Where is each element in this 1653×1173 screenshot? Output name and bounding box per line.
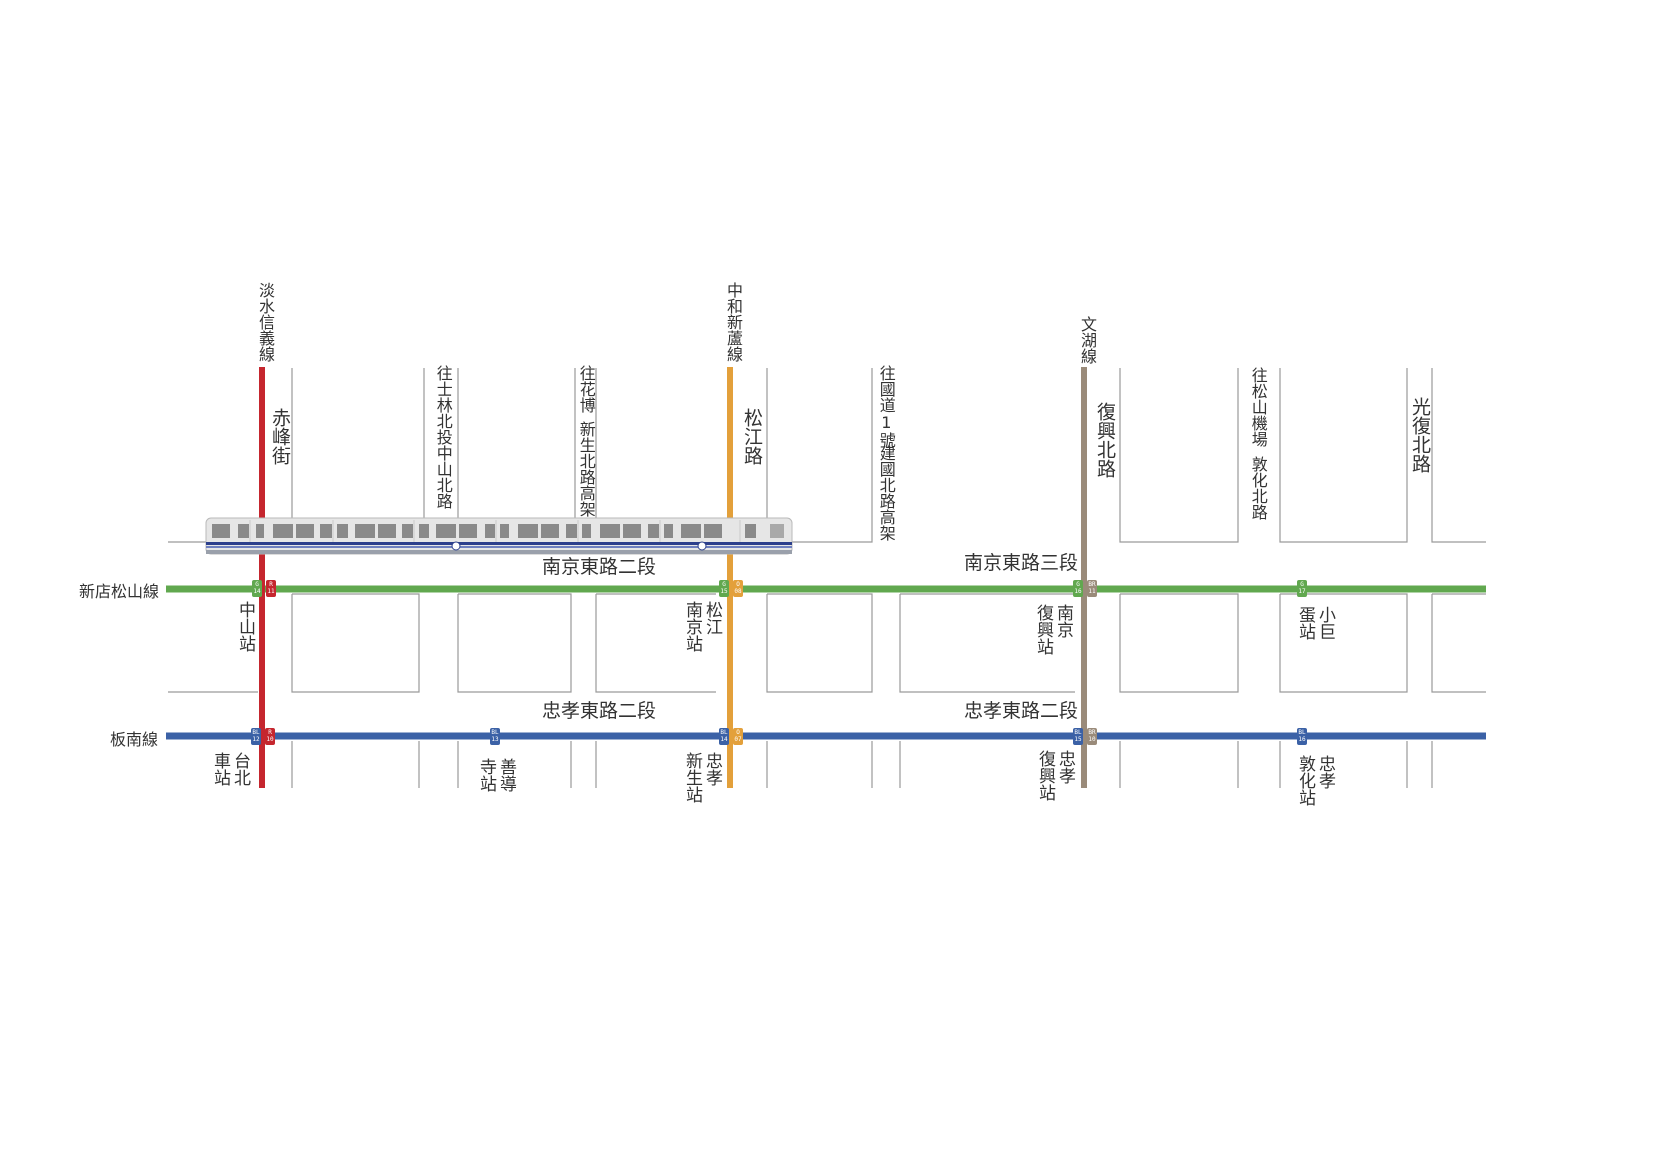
block [766, 593, 873, 693]
road-label-nanjing-3: 南京東路三段 [964, 552, 1079, 574]
line-label-tamsui-xinyi: 淡水信義線 [256, 282, 275, 362]
station-zhongxiao-dunhua-line1: 忠孝 [1315, 755, 1335, 789]
station-taipei-main-line2: 車站 [210, 752, 230, 786]
station-xiaojudan-line1: 小巨 [1315, 606, 1335, 640]
road-edge [168, 368, 425, 543]
station-songjiang-nanjing-line2: 南京站 [682, 601, 702, 652]
train-illustration [205, 517, 793, 555]
road-label-fuxing-n: 復興北路 [1093, 402, 1116, 478]
road-edge [457, 368, 576, 543]
block [899, 594, 1075, 693]
road-label-zhongxiao-2b: 忠孝東路二段 [964, 700, 1079, 722]
station-nanjing-fuxing-line2: 復興站 [1033, 604, 1053, 655]
station-nanjing-fuxing-line1: 南京 [1053, 604, 1073, 638]
station-shandao-line1: 善導 [496, 758, 516, 792]
road-label-to-shilin: 往士林北投中山北路 [433, 365, 453, 509]
road-edge [1119, 368, 1239, 543]
road-label-to-airport-1: 往松山機場 [1248, 367, 1268, 447]
block [1279, 593, 1408, 693]
station-songjiang-nanjing-line1: 松江 [702, 601, 722, 635]
road-label-to-freeway-1: 往國道1號 [876, 365, 896, 448]
station-taipei-main-line1: 台北 [230, 752, 250, 786]
block [457, 593, 572, 693]
block [1119, 593, 1239, 693]
road-label-to-huabo-1: 往花博 [576, 365, 596, 413]
road-edge [1279, 368, 1408, 543]
road-label-guangfu-n: 光復北路 [1408, 397, 1431, 473]
block [1431, 594, 1486, 693]
station-zhongshan: 中山站 [235, 601, 255, 652]
block [595, 594, 716, 693]
road-label-songjiang: 松江路 [740, 408, 763, 465]
road-label-zhongxiao-2a: 忠孝東路二段 [542, 700, 657, 722]
road-label-chifeng: 赤峰街 [268, 408, 291, 465]
line-label-wenhu: 文湖線 [1078, 316, 1097, 364]
station-zhongxiao-fuxing-line2: 復興站 [1035, 750, 1055, 801]
road-edge [1431, 368, 1486, 543]
station-shandao-line2: 寺站 [476, 758, 496, 792]
road-grid [168, 368, 1486, 788]
line-label-songshan-xindian: 新店松山線 [79, 582, 160, 601]
road-label-to-airport-2: 敦化北路 [1248, 456, 1268, 520]
station-zhongxiao-xinsheng-line1: 忠孝 [702, 752, 722, 786]
block [291, 593, 420, 693]
station-zhongxiao-fuxing-line1: 忠孝 [1055, 750, 1075, 784]
line-label-zhonghe-xinlu: 中和新蘆線 [724, 282, 743, 362]
station-zhongxiao-dunhua-line2: 敦化站 [1295, 755, 1315, 806]
road-edge [595, 368, 716, 543]
road-label-to-freeway-2: 建國北路高架 [876, 445, 896, 541]
road-label-to-huabo-2: 新生北路高架 [576, 421, 596, 517]
road-edge [766, 368, 873, 543]
road-label-nanjing-2: 南京東路二段 [542, 556, 657, 578]
station-xiaojudan-line2: 蛋站 [1295, 606, 1315, 640]
line-label-bannan: 板南線 [110, 730, 159, 749]
station-zhongxiao-xinsheng-line2: 新生站 [682, 752, 702, 803]
